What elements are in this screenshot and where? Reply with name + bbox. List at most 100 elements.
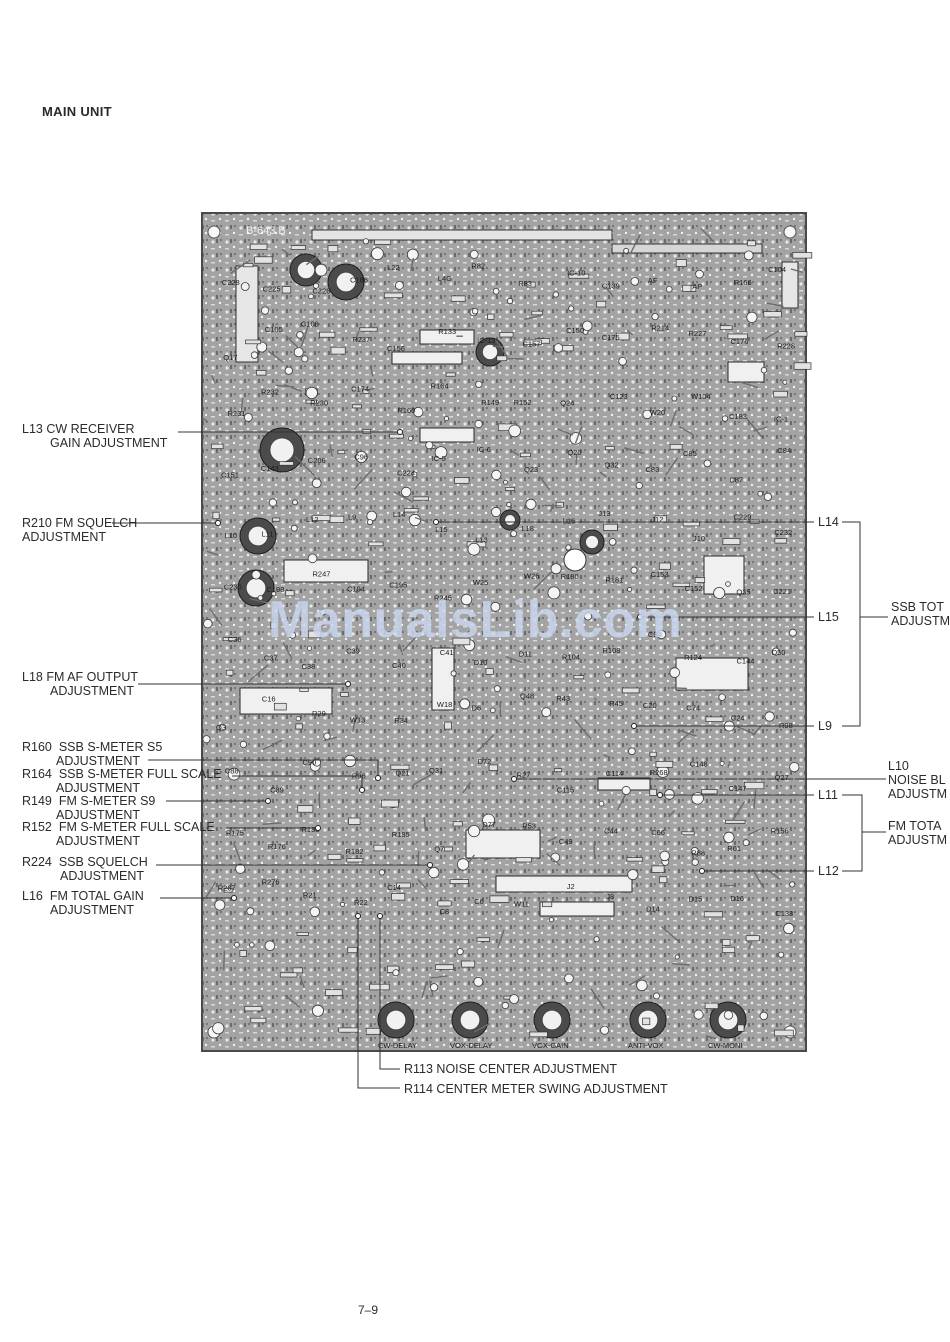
silkscreen-label: C38 (302, 662, 316, 671)
resistor (209, 587, 223, 593)
silkscreen-label: R268 (650, 768, 668, 777)
pad (219, 723, 227, 731)
pad (355, 450, 368, 463)
silkscreen-label: R82 (471, 262, 485, 271)
pad (665, 285, 673, 293)
pad (366, 519, 373, 526)
resistor (412, 496, 429, 501)
resistor (669, 444, 683, 450)
pad (460, 593, 473, 606)
callout-r113: R113 NOISE CENTER ADJUSTMENT (404, 1062, 618, 1076)
component-inner (385, 1009, 407, 1031)
silkscreen-label: R183 (302, 825, 320, 834)
silkscreen-label: C41 (440, 648, 454, 657)
silkscreen-label: C232 (774, 528, 792, 537)
resistor (346, 858, 364, 863)
resistor (553, 345, 574, 352)
resistor (329, 515, 345, 523)
trace (727, 760, 731, 768)
pad (305, 386, 318, 399)
silkscreen-label: R149 (481, 398, 499, 407)
callout-target (433, 519, 439, 525)
silkscreen-label: Q32 (604, 461, 618, 470)
pad (443, 416, 449, 422)
trace (505, 655, 523, 664)
pad (249, 942, 255, 948)
resistor (292, 967, 303, 974)
callout-l14: L14 (818, 515, 839, 529)
resistor (250, 1017, 267, 1024)
callout-l12: L12 (818, 864, 839, 878)
pad (260, 306, 270, 315)
resistor (793, 362, 812, 370)
resistor (672, 582, 691, 587)
resistor (338, 1027, 359, 1033)
resistor (211, 443, 224, 449)
pad (691, 792, 704, 805)
callout-ssb-total: SSB TOT ADJUSTM (891, 600, 950, 628)
pad (234, 941, 240, 948)
resistor (348, 817, 361, 825)
pad (307, 553, 318, 564)
ic-package (727, 361, 765, 383)
pad (490, 506, 502, 518)
trace (281, 248, 291, 256)
resistor (299, 687, 309, 692)
pot-label: VOX-GAIN (532, 1041, 569, 1050)
resistor (705, 716, 724, 722)
pad (319, 609, 327, 616)
silkscreen-label: C176 (731, 337, 749, 346)
pad (370, 247, 384, 261)
trace (753, 789, 757, 809)
silkscreen-label: R232 (261, 388, 279, 397)
resistor (573, 675, 585, 680)
callout-r114: R114 CENTER METER SWING ADJUSTMENT (404, 1082, 668, 1096)
callout-target (315, 825, 321, 831)
resistor (295, 723, 303, 730)
pad (474, 419, 483, 429)
trace (544, 504, 562, 507)
pad (777, 951, 785, 958)
component-inner (481, 343, 499, 361)
silkscreen-label: C84 (777, 446, 791, 455)
trace (323, 736, 338, 742)
silkscreen-label: C87 (729, 476, 743, 485)
silkscreen-label: Q23 (524, 465, 538, 474)
silkscreen-label: C226 (312, 287, 330, 296)
silkscreen-label: C115 (557, 786, 574, 795)
connector-strip (611, 243, 763, 254)
page-title: MAIN UNIT (42, 104, 112, 119)
silkscreen-label: C150 (566, 326, 584, 335)
pad (239, 740, 247, 749)
pad (723, 831, 735, 844)
resistor (368, 541, 384, 547)
callout-target (427, 862, 433, 868)
silkscreen-label: R231 (228, 409, 246, 418)
silkscreen-label: C104 (768, 265, 786, 274)
resistor (649, 788, 657, 796)
pad (695, 269, 704, 279)
silkscreen-label: C133 (775, 909, 793, 918)
pad (203, 618, 213, 629)
ic-package (431, 647, 455, 711)
pad (746, 311, 758, 323)
trace (300, 326, 309, 348)
resistor (719, 325, 733, 330)
trace (262, 822, 282, 825)
resistor (496, 355, 508, 362)
silkscreen-label: C114 (606, 769, 623, 778)
silkscreen-label: L9 (348, 513, 356, 522)
callout-fm-total: FM TOTA ADJUSTM (888, 819, 948, 847)
callout-l11: L11 (818, 788, 838, 802)
resistor (225, 669, 234, 676)
silkscreen-label: D6 (472, 704, 482, 713)
silkscreen-label: R43 (556, 694, 570, 703)
pad (408, 513, 421, 527)
pad (671, 395, 678, 402)
silkscreen-label: L16 (563, 517, 576, 526)
trace (676, 729, 694, 745)
component-inner (269, 437, 295, 463)
trace (233, 842, 242, 862)
resistor (222, 637, 238, 642)
silkscreen-label: R152 (514, 398, 532, 407)
